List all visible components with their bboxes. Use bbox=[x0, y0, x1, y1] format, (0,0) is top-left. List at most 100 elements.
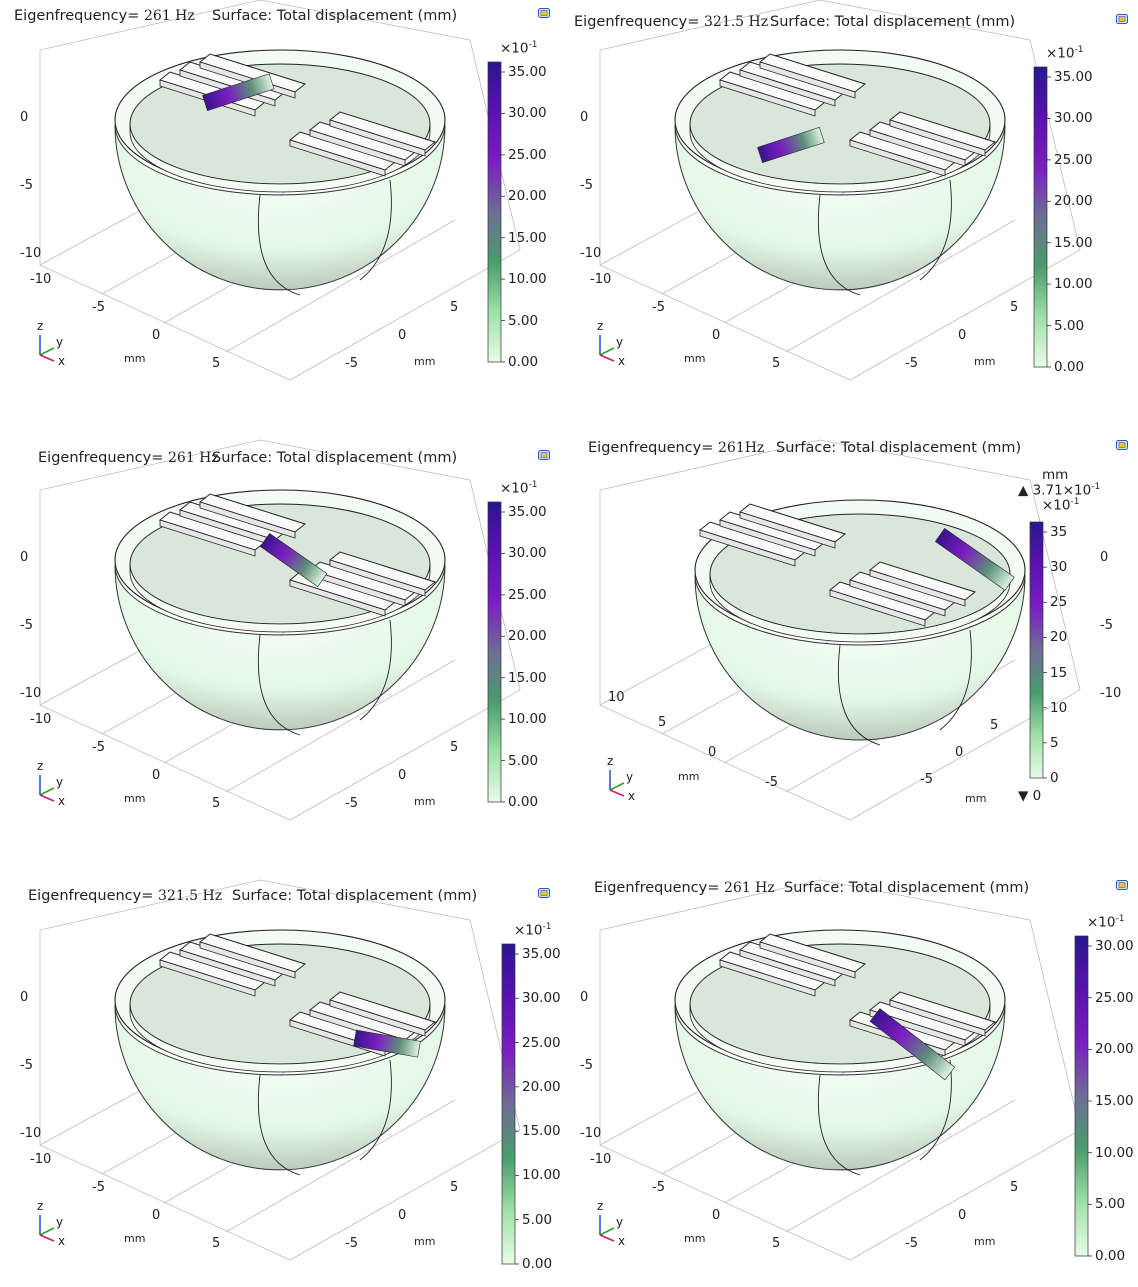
colorbar-tick: 10 bbox=[1050, 699, 1068, 716]
colorbar-tick: 0.00 bbox=[522, 1256, 553, 1272]
colorbar-tick: 5.00 bbox=[508, 752, 539, 769]
eigenfrequency-value: 261 Hz bbox=[724, 880, 775, 896]
colorbar-multiplier: ×10-1 bbox=[514, 922, 551, 939]
colorbar-multiplier-exponent: -1 bbox=[1070, 497, 1080, 507]
x-axis-tick: 0 bbox=[152, 328, 161, 343]
surface-title: Surface: Total displacement (mm) bbox=[212, 8, 458, 24]
camera-icon[interactable] bbox=[538, 8, 550, 18]
x-axis-tick: 0 bbox=[152, 768, 161, 783]
y-axis-tick: -5 bbox=[905, 1236, 918, 1251]
camera-icon[interactable] bbox=[538, 888, 550, 898]
colorbar-tick: 25.00 bbox=[522, 1034, 561, 1051]
y-axis-tick: -5 bbox=[345, 356, 358, 371]
colorbar-multiplier-base: ×10 bbox=[514, 922, 543, 939]
colorbar-tick: 35.00 bbox=[508, 64, 547, 80]
z-axis-tick: 0 bbox=[20, 990, 29, 1005]
eigenfrequency-value: 261 Hz bbox=[144, 8, 195, 24]
plot-scene bbox=[599, 879, 1092, 1261]
triad-y-label: y bbox=[56, 775, 64, 789]
colorbar-tick: 0.00 bbox=[1054, 359, 1085, 375]
colorbar-tick: 35 bbox=[1050, 524, 1068, 540]
x-axis-tick: 5 bbox=[658, 715, 667, 730]
camera-icon[interactable] bbox=[1116, 880, 1128, 890]
z-axis-tick: -10 bbox=[20, 686, 42, 701]
x-axis-tick: 0 bbox=[712, 328, 721, 343]
x-axis-tick: 5 bbox=[212, 356, 221, 371]
colorbar-tick: 30.00 bbox=[508, 545, 547, 562]
triad-x-label: x bbox=[628, 789, 636, 803]
x-axis-tick: -10 bbox=[590, 1152, 612, 1167]
colorbar-tick: 15.00 bbox=[522, 1123, 561, 1140]
colorbar-tick: 30.00 bbox=[1095, 938, 1134, 954]
x-axis-tick: -5 bbox=[765, 775, 778, 790]
z-axis-tick: 0 bbox=[20, 110, 29, 125]
y-axis-tick: 0 bbox=[958, 328, 967, 343]
y-axis-tick: 5 bbox=[450, 740, 459, 755]
colorbar-tick: 30.00 bbox=[522, 990, 561, 1007]
z-axis-tick: -10 bbox=[20, 246, 42, 261]
displaced-plate bbox=[934, 528, 1015, 591]
colorbar-tick: 35.00 bbox=[522, 946, 561, 962]
triad-z-label: z bbox=[37, 1199, 44, 1213]
z-axis-tick: -10 bbox=[580, 246, 602, 261]
triad-y-label: y bbox=[56, 1215, 64, 1229]
z-axis-tick: 0 bbox=[580, 990, 589, 1005]
colorbar bbox=[1074, 935, 1089, 1257]
x-axis-tick: -5 bbox=[92, 740, 105, 755]
camera-icon[interactable] bbox=[538, 450, 550, 460]
colorbar bbox=[1029, 521, 1044, 779]
x-axis-tick: -5 bbox=[652, 1180, 665, 1195]
x-axis-tick: 5 bbox=[212, 1236, 221, 1251]
surface-title: Surface: Total displacement (mm) bbox=[212, 450, 458, 466]
colorbar-multiplier: ×10-1 bbox=[500, 40, 537, 57]
z-axis-tick: -5 bbox=[20, 618, 33, 633]
colorbar-tick: 25 bbox=[1050, 594, 1068, 611]
y-axis-tick: 5 bbox=[1010, 1180, 1019, 1195]
colorbar-tick: 20.00 bbox=[1095, 1041, 1134, 1058]
colorbar-tick: 20.00 bbox=[508, 188, 547, 205]
colorbar-tick: 10.00 bbox=[508, 271, 547, 288]
y-axis-tick: -5 bbox=[905, 356, 918, 371]
axis-triad bbox=[39, 1215, 55, 1242]
colorbar-min-label: ▼ 0 bbox=[1018, 788, 1042, 804]
colorbar-multiplier-base: ×10 bbox=[1087, 914, 1116, 931]
y-axis-tick: -5 bbox=[345, 796, 358, 811]
camera-icon[interactable] bbox=[1116, 440, 1128, 450]
camera-icon[interactable] bbox=[1116, 14, 1128, 24]
y-axis-unit: mm bbox=[414, 795, 436, 808]
colorbar-tick: 25.00 bbox=[508, 146, 547, 163]
eigenfrequency-label: Eigenfrequency= 261Hz bbox=[588, 440, 764, 456]
triad-y-label: y bbox=[616, 335, 624, 349]
axis-triad bbox=[39, 775, 55, 802]
x-axis-unit: mm bbox=[124, 792, 146, 805]
z-axis-tick: -10 bbox=[580, 1126, 602, 1141]
surface-title: Surface: Total displacement (mm) bbox=[784, 880, 1030, 896]
colorbar-multiplier-base: ×10 bbox=[500, 480, 529, 497]
y-axis-tick: 5 bbox=[450, 1180, 459, 1195]
triad-x-label: x bbox=[618, 1234, 626, 1248]
eigenfrequency-label: Eigenfrequency= 261 Hz bbox=[38, 450, 219, 466]
colorbar-unit: mm bbox=[1042, 467, 1069, 483]
x-axis-tick: 5 bbox=[772, 1236, 781, 1251]
y-axis-unit: mm bbox=[965, 792, 987, 805]
x-axis-unit: mm bbox=[684, 1232, 706, 1245]
z-axis-tick: 0 bbox=[20, 550, 29, 565]
colorbar-tick: 35.00 bbox=[1054, 69, 1093, 85]
x-axis-tick: -10 bbox=[30, 712, 52, 727]
z-axis-tick: -10 bbox=[1100, 686, 1122, 701]
y-axis-unit: mm bbox=[414, 355, 436, 368]
surface-title: Surface: Total displacement (mm) bbox=[232, 888, 478, 904]
z-axis-tick: -5 bbox=[20, 178, 33, 193]
y-axis-unit: mm bbox=[974, 355, 996, 368]
z-axis-tick: -5 bbox=[1100, 618, 1113, 633]
displaced-plate bbox=[259, 533, 328, 588]
colorbar-tick: 0.00 bbox=[508, 354, 539, 370]
triad-z-label: z bbox=[597, 319, 604, 333]
colorbar-multiplier-exponent: -1 bbox=[528, 480, 538, 490]
x-axis-unit: mm bbox=[124, 352, 146, 365]
x-axis-tick: -5 bbox=[92, 1180, 105, 1195]
eigenfrequency-value: 321.5 Hz bbox=[704, 14, 769, 30]
x-axis-tick: 5 bbox=[772, 356, 781, 371]
